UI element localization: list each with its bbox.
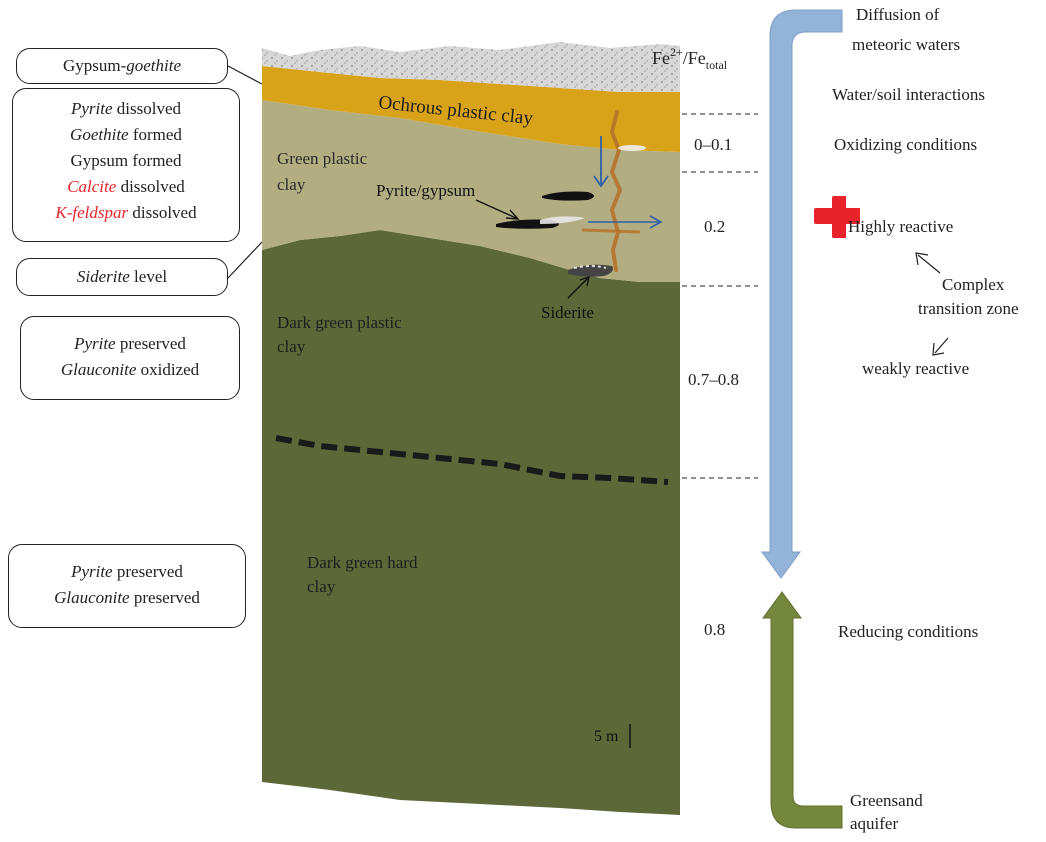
- label-complex-2: transition zone: [918, 299, 1019, 318]
- dark-plastic-pyrite: Pyrite preserved: [74, 334, 186, 353]
- label-complex-1: Complex: [942, 275, 1005, 294]
- downward-flow-arrowhead: [593, 175, 609, 188]
- label-greensand-1: Greensand: [850, 791, 923, 810]
- box-gypsum-goethite-text: Gypsum-goethite: [62, 56, 182, 75]
- label-dark-hard-1: Dark green hard: [307, 553, 418, 572]
- lateral-flow-arrowhead: [649, 215, 663, 229]
- label-scale: 5 m: [594, 728, 619, 745]
- gravel-surface-layer: [262, 42, 680, 92]
- label-dark-plastic-2: clay: [277, 337, 306, 356]
- vein-branch: [581, 228, 641, 234]
- reaction-kfeldspar: K-feldspar dissolved: [55, 203, 197, 222]
- ratio-value-2: 0.2: [704, 217, 725, 236]
- label-siderite: Siderite: [541, 303, 594, 322]
- oxidized-vein: [609, 110, 623, 272]
- box-siderite-level: Siderite level: [16, 258, 228, 296]
- label-green-clay-1: Green plastic: [277, 149, 368, 168]
- marker-bed-dashed: [275, 435, 669, 485]
- siderite-nodules: [568, 264, 613, 277]
- box-siderite-level-text: Siderite level: [76, 267, 168, 286]
- gypsum-coating: [540, 216, 585, 224]
- siderite-pointer-head: [579, 275, 590, 287]
- dark-hard-glauconite: Glauconite preserved: [54, 588, 200, 607]
- connector-siderite-level: [227, 241, 263, 279]
- label-diffusion-1: Diffusion of: [856, 5, 940, 24]
- label-water-soil: Water/soil interactions: [832, 85, 985, 104]
- arrow-to-highly-reactive-head: [915, 252, 929, 266]
- label-green-clay-2: clay: [277, 175, 306, 194]
- green-plastic-clay-layer: [262, 100, 680, 282]
- greensand-aquifer-arrow: [762, 591, 843, 829]
- meteoric-water-arrow: [761, 9, 843, 579]
- pyrite-gypsum-pointer-head: [505, 209, 520, 220]
- box-dark-hard: Pyrite preserved Glauconite preserved: [8, 544, 246, 628]
- pyrite-gypsum-pointer: [475, 199, 517, 219]
- reaction-goethite: Goethite formed: [70, 125, 182, 144]
- label-reducing: Reducing conditions: [838, 622, 978, 641]
- label-pyrite-gypsum: Pyrite/gypsum: [376, 181, 475, 200]
- red-cross-icon: [814, 196, 860, 238]
- label-dark-plastic-1: Dark green plastic: [277, 313, 402, 332]
- ratio-header: Fe2+/Fetotal: [652, 45, 728, 72]
- box-gypsum-goethite: Gypsum-goethite: [16, 48, 228, 84]
- connector-gypsum-goethite: [227, 65, 263, 85]
- label-diffusion-2: meteoric waters: [852, 35, 960, 54]
- gypsum-crystal: [618, 145, 646, 151]
- pyrite-lens-1: [542, 191, 594, 201]
- ochrous-clay-layer: [262, 66, 680, 152]
- label-oxidizing: Oxidizing conditions: [834, 135, 977, 154]
- arrow-to-highly-reactive: [917, 254, 941, 274]
- ratio-value-4: 0.8: [704, 620, 725, 639]
- siderite-pointer: [567, 277, 589, 299]
- dark-green-clay-layer: [262, 230, 680, 815]
- label-dark-hard-2: clay: [307, 577, 336, 596]
- reaction-gypsum: Gypsum formed: [70, 151, 182, 170]
- siderite-highlight: [573, 265, 607, 269]
- arrow-to-weakly-reactive: [934, 337, 949, 354]
- reaction-calcite: Calcite dissolved: [67, 177, 185, 196]
- label-highly-reactive: Highly reactive: [848, 217, 953, 236]
- label-weakly-reactive: weakly reactive: [862, 359, 969, 378]
- ratio-value-3: 0.7–0.8: [688, 370, 739, 389]
- dark-hard-pyrite: Pyrite preserved: [71, 562, 183, 581]
- ratio-value-1: 0–0.1: [694, 135, 732, 154]
- box-dark-plastic: Pyrite preserved Glauconite oxidized: [20, 316, 240, 400]
- arrow-to-weakly-reactive-head: [932, 342, 945, 356]
- box-reactions: Pyrite dissolved Goethite formed Gypsum …: [12, 88, 240, 242]
- dark-plastic-glauconite: Glauconite oxidized: [60, 360, 200, 379]
- reaction-pyrite: Pyrite dissolved: [70, 99, 182, 118]
- label-greensand-2: aquifer: [850, 814, 898, 833]
